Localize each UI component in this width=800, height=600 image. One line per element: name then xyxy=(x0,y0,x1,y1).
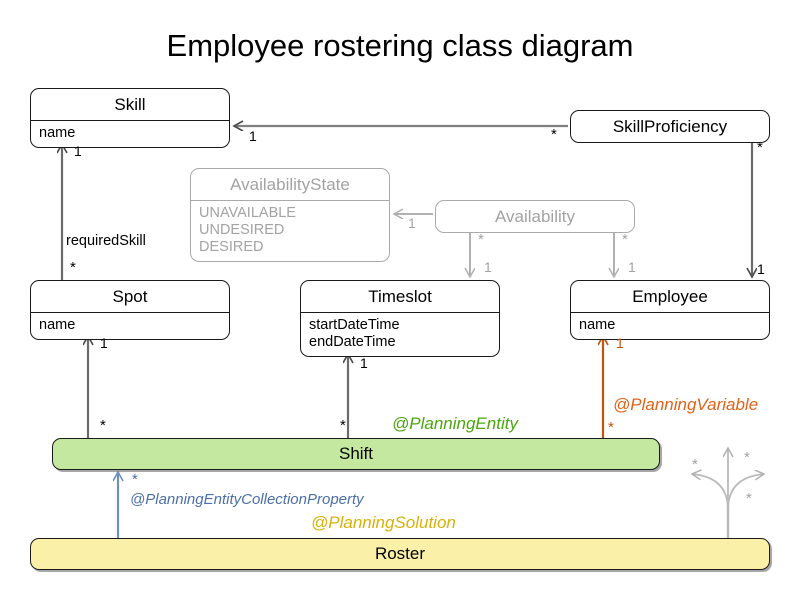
class-box-employee[interactable]: Employee name xyxy=(570,280,770,340)
multiplicity-skill-from-proficiency-many: * xyxy=(551,126,557,143)
enum-value-desired: DESIRED xyxy=(199,239,264,255)
annotation-planning-solution: @PlanningSolution xyxy=(311,513,456,532)
class-attributes-skill: name xyxy=(31,120,229,147)
multiplicity-shift-from-roster-many: * xyxy=(132,471,138,488)
edge-roster-fanout xyxy=(692,448,764,538)
multiplicity-spot-from-shift-many: * xyxy=(100,417,106,434)
attribute-timeslot-enddatetime: endDateTime xyxy=(309,334,396,350)
class-name-availabilitystate: AvailabilityState xyxy=(230,175,350,194)
class-box-availabilitystate[interactable]: AvailabilityState UNAVAILABLE UNDESIRED … xyxy=(190,168,390,262)
diagram-title: Employee rostering class diagram xyxy=(166,28,634,63)
annotation-planning-variable: @PlanningVariable xyxy=(613,395,759,414)
class-attributes-spot: name xyxy=(31,312,229,339)
attribute-timeslot-startdatetime: startDateTime xyxy=(309,317,400,333)
multiplicity-skill-from-proficiency-one: 1 xyxy=(249,128,257,144)
class-box-shift[interactable]: Shift xyxy=(52,438,660,470)
class-box-skillproficiency[interactable]: SkillProficiency xyxy=(570,110,770,143)
class-name-skillproficiency: SkillProficiency xyxy=(612,117,728,136)
multiplicity-skill-from-spot-one: 1 xyxy=(74,143,82,159)
multiplicity-availability-to-employee-many: * xyxy=(622,231,628,248)
class-name-employee: Employee xyxy=(632,287,708,306)
multiplicity-employee-from-shift-many: * xyxy=(608,419,614,436)
multiplicity-availability-to-timeslot-one: 1 xyxy=(484,259,492,275)
enum-value-unavailable: UNAVAILABLE xyxy=(199,205,296,221)
class-box-skill[interactable]: Skill name xyxy=(30,88,230,148)
multiplicity-availability-to-timeslot-many: * xyxy=(478,231,484,248)
multiplicity-proficiency-to-employee-one: 1 xyxy=(757,261,765,277)
class-name-skill: Skill xyxy=(114,95,146,114)
class-attributes-employee: name xyxy=(571,312,769,339)
class-attributes-availabilitystate: UNAVAILABLE UNDESIRED DESIRED xyxy=(191,200,389,261)
class-box-spot[interactable]: Spot name xyxy=(30,280,230,340)
multiplicity-spot-requiredskill-many: * xyxy=(70,259,76,276)
multiplicity-spot-from-shift-one: 1 xyxy=(100,335,108,351)
multiplicity-availabilitystate-one: 1 xyxy=(408,215,416,231)
annotation-planning-entity-collection-property: @PlanningEntityCollectionProperty xyxy=(130,491,364,508)
class-name-shift: Shift xyxy=(338,444,374,463)
annotation-planning-entity: @PlanningEntity xyxy=(392,414,518,433)
class-box-availability[interactable]: Availability xyxy=(435,200,635,233)
enum-value-undesired: UNDESIRED xyxy=(199,222,285,238)
multiplicity-timeslot-from-shift-one: 1 xyxy=(360,355,368,371)
class-name-timeslot: Timeslot xyxy=(368,287,432,306)
attribute-skill-name: name xyxy=(39,125,76,141)
multiplicity-availability-to-employee-one: 1 xyxy=(628,259,636,275)
class-name-availability: Availability xyxy=(494,207,575,226)
class-box-roster[interactable]: Roster xyxy=(30,538,770,570)
attribute-employee-name: name xyxy=(579,317,616,333)
class-name-spot: Spot xyxy=(112,287,148,306)
multiplicity-roster-fan-left: * xyxy=(692,456,698,473)
multiplicity-employee-from-shift-one: 1 xyxy=(616,335,624,351)
multiplicity-roster-fan-right: * xyxy=(746,490,752,507)
multiplicity-timeslot-from-shift-many: * xyxy=(340,417,346,434)
class-name-roster: Roster xyxy=(374,544,426,563)
class-box-timeslot[interactable]: Timeslot startDateTime endDateTime xyxy=(300,280,500,357)
role-label-requiredskill: requiredSkill xyxy=(66,233,146,249)
multiplicity-roster-fan-up: * xyxy=(744,449,750,466)
attribute-spot-name: name xyxy=(39,317,76,333)
multiplicity-proficiency-to-employee-many: * xyxy=(757,139,763,156)
class-attributes-timeslot: startDateTime endDateTime xyxy=(301,312,499,356)
